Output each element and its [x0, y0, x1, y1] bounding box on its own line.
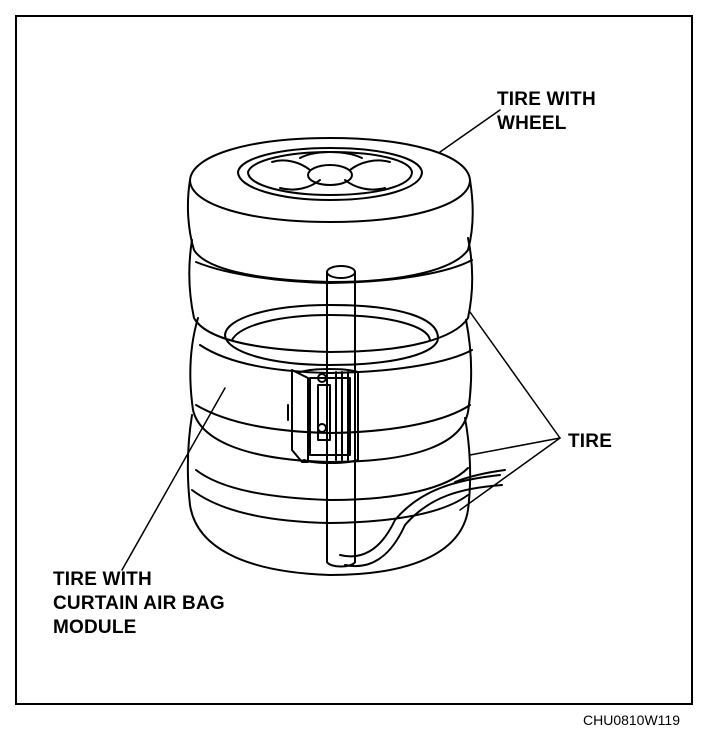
label-curtain-line3: MODULE — [53, 617, 137, 638]
middle-tire — [188, 237, 474, 366]
tire-with-wheel — [186, 137, 474, 283]
label-curtain-line2: CURTAIN AIR BAG — [53, 593, 225, 614]
label-tire: TIRE — [568, 431, 613, 452]
label-tire-with-curtain-airbag: TIRE WITH CURTAIN AIR BAG MODULE — [53, 568, 225, 640]
bottom-tire — [186, 414, 472, 576]
figure-frame — [15, 15, 693, 705]
leader-lines — [121, 109, 561, 571]
label-tire-with-wheel-line2: WHEEL — [497, 113, 567, 134]
curtain-airbag-module — [287, 368, 359, 464]
support-bar — [326, 265, 356, 568]
label-curtain-line1: TIRE WITH — [53, 569, 152, 590]
wire-harness — [339, 469, 506, 567]
figure-code: CHU0810W119 — [582, 712, 680, 728]
label-tire-with-wheel: TIRE WITH WHEEL — [497, 88, 596, 136]
label-tire-with-wheel-line1: TIRE WITH — [497, 89, 596, 110]
